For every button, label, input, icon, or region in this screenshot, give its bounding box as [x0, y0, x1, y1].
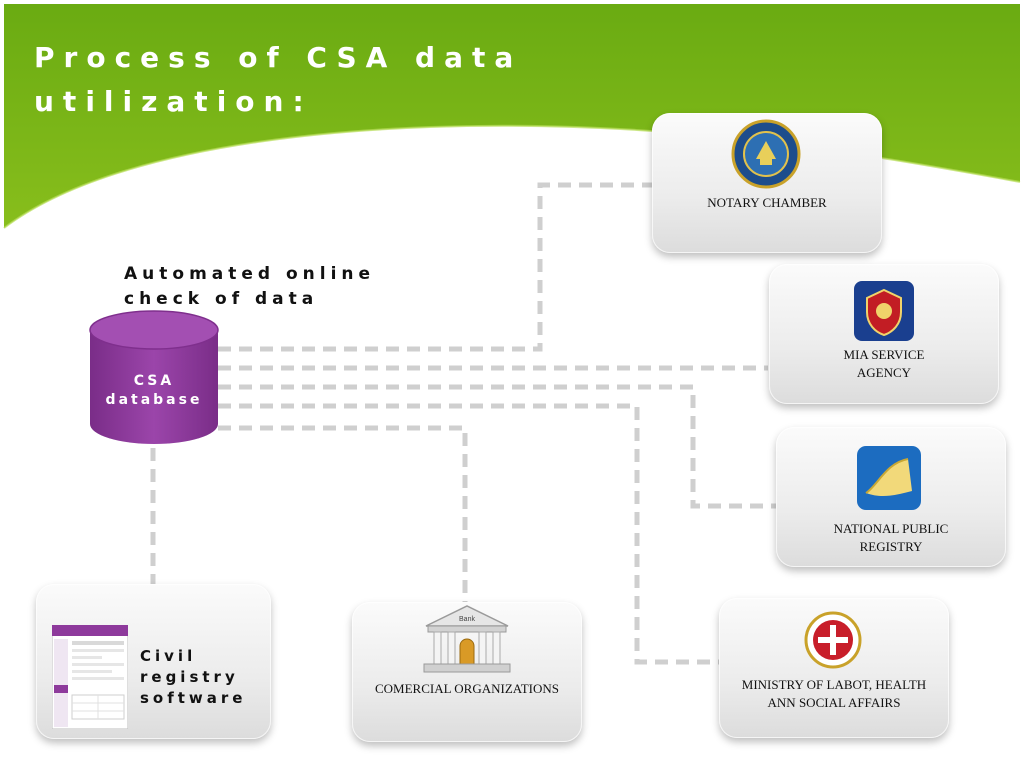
- connector-registry: [218, 384, 776, 509]
- coat-of-arms-icon: [804, 611, 862, 669]
- registry-label-line2: REGISTRY: [859, 539, 923, 554]
- node-commercial-organizations: Bank COMERCIAL ORGANIZATIONS: [352, 602, 582, 742]
- node-national-public-registry: NATIONAL PUBLIC REGISTRY: [776, 427, 1006, 567]
- connector-notary: [218, 182, 652, 352]
- notary-chamber-label: NOTARY CHAMBER: [707, 195, 827, 210]
- automated-check-caption: Automated online check of data: [124, 264, 376, 309]
- connector-ministry: [218, 403, 719, 665]
- node-civil-registry-software: [36, 584, 271, 739]
- mia-label-line2: AGENCY: [856, 365, 912, 380]
- database-cylinder-icon: [89, 310, 219, 444]
- bank-building-icon: Bank: [423, 605, 511, 673]
- commercial-label: COMERCIAL ORGANIZATIONS: [374, 681, 560, 696]
- slide-title: Process of CSA data utilization:: [34, 41, 523, 118]
- bank-sign-text: Bank: [459, 616, 475, 623]
- registry-logo-icon: [857, 446, 921, 510]
- ministry-label-line1: MINISTRY OF LABOT, HEALTH: [741, 677, 927, 692]
- database-label: CSA database: [105, 373, 203, 408]
- software-screenshot-icon: [52, 625, 128, 729]
- mia-label-line1: MIA SERVICE: [843, 347, 925, 362]
- node-notary-chamber: NOTARY CHAMBER: [652, 113, 882, 253]
- registry-label-line1: NATIONAL PUBLIC: [833, 521, 949, 536]
- civil-registry-label: Civil registry software: [140, 647, 247, 707]
- police-emblem-icon: [854, 281, 914, 341]
- ministry-label-line2: ANN SOCIAL AFFAIRS: [767, 695, 901, 710]
- node-ministry-of-labour: MINISTRY OF LABOT, HEALTH ANN SOCIAL AFF…: [719, 598, 949, 738]
- connector-commercial: [218, 425, 468, 603]
- notary-seal-icon: [731, 119, 801, 189]
- node-mia-service-agency: MIA SERVICE AGENCY: [769, 264, 999, 404]
